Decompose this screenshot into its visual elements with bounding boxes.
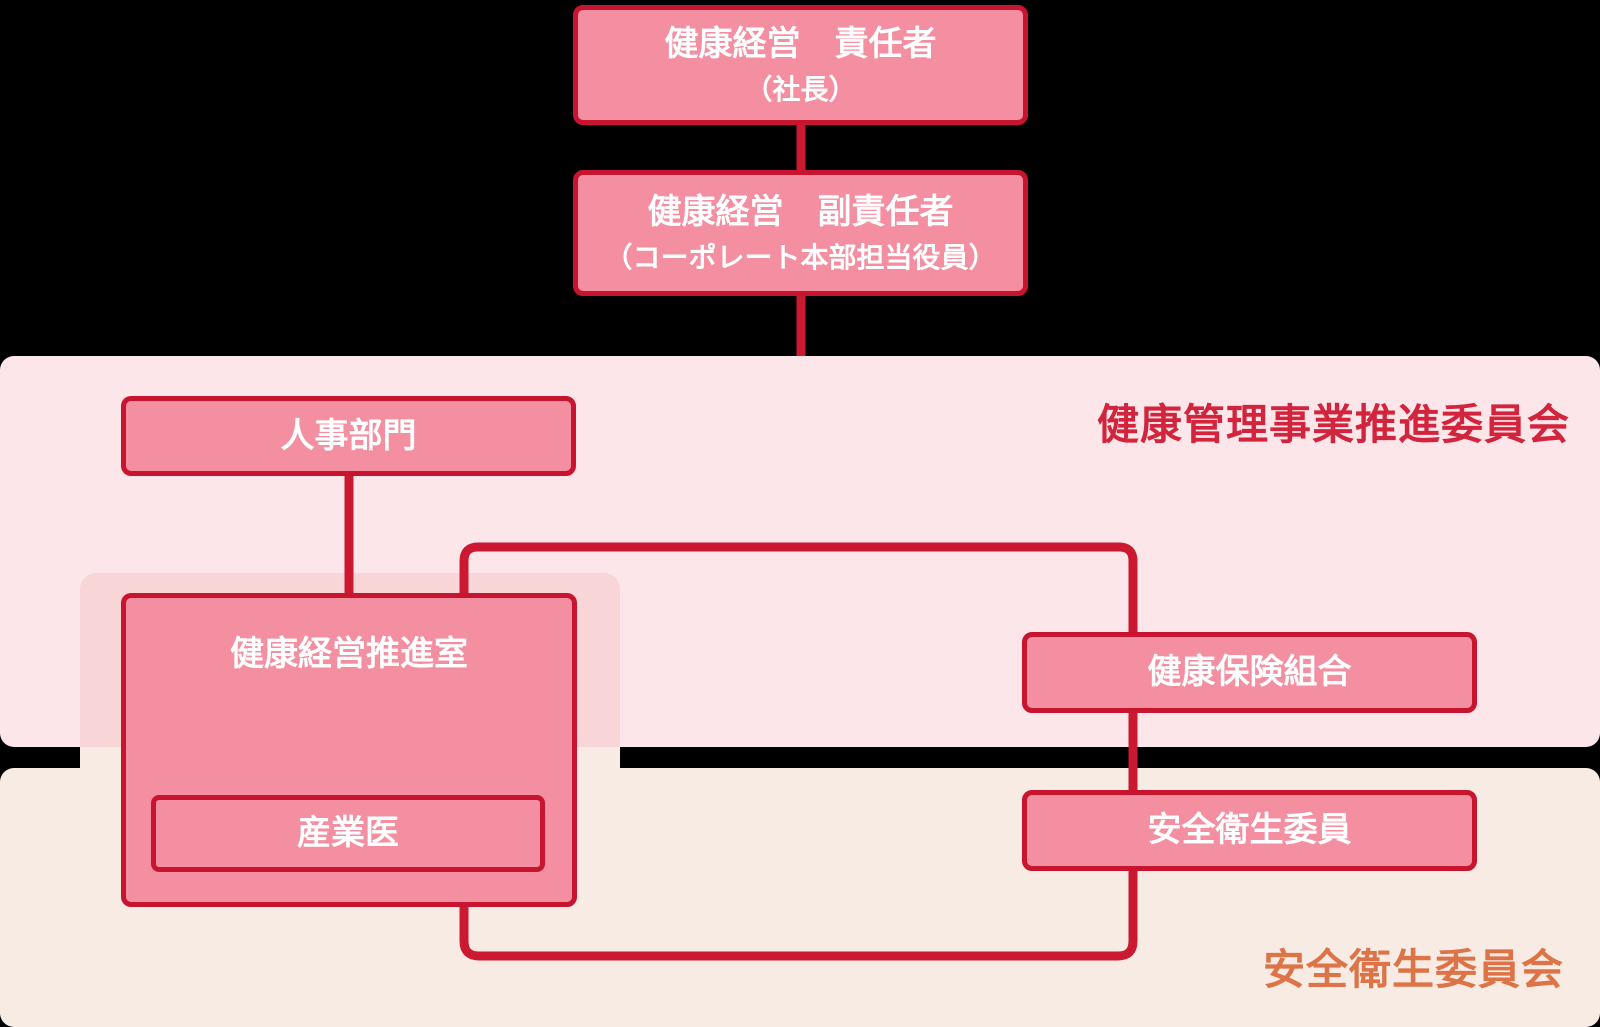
node-safety-hygiene-member: 安全衛生委員 (1022, 790, 1477, 871)
node-safety-member-label: 安全衛生委員 (1147, 811, 1352, 850)
node-ceo: 健康経営 責任者 （社長） (573, 5, 1028, 125)
group-label-safety: 安全衛生委員会 (1262, 946, 1564, 993)
node-deputy-title: 健康経営 副責任者 (647, 193, 954, 232)
node-ceo-title: 健康経営 責任者 (664, 25, 937, 64)
node-physician-label: 産業医 (297, 814, 399, 853)
node-hr-label: 人事部門 (280, 416, 417, 455)
node-health-insurance-union: 健康保険組合 (1022, 632, 1477, 713)
node-insurance-label: 健康保険組合 (1147, 653, 1352, 692)
node-ceo-subtitle: （社長） (744, 73, 857, 105)
group-label-committee: 健康管理事業推進委員会 (1096, 401, 1570, 448)
node-office-label: 健康経営推進室 (230, 635, 468, 673)
node-deputy-subtitle: （コーポレート本部担当役員） (604, 241, 997, 273)
node-occupational-physician: 産業医 (151, 795, 545, 872)
node-hr-department: 人事部門 (121, 396, 576, 476)
node-deputy: 健康経営 副責任者 （コーポレート本部担当役員） (573, 170, 1028, 296)
